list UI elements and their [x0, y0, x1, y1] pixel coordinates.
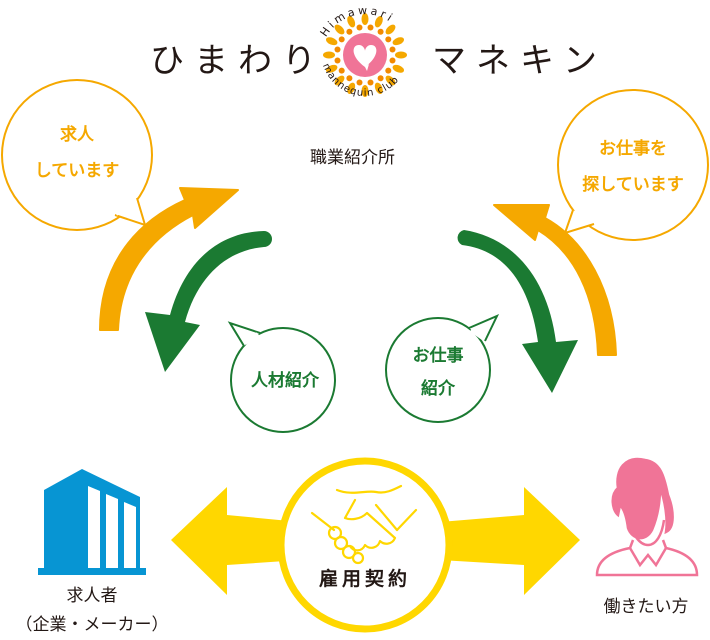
arrow-orange-right	[493, 204, 617, 356]
sun-dot	[389, 57, 396, 64]
building-icon	[38, 469, 146, 575]
subtitle: 職業紹介所	[310, 148, 395, 168]
sun-dot	[367, 24, 374, 31]
employer-label: 求人者	[67, 586, 118, 606]
sun-ray	[361, 85, 369, 97]
sun-dot	[334, 46, 341, 53]
sun-dot	[356, 79, 363, 86]
sun-ray	[325, 37, 338, 46]
sun-dot	[356, 24, 363, 31]
sun-dot	[367, 79, 374, 86]
bubble-agency-worker-line1: お仕事	[413, 345, 464, 366]
handshake-icon	[310, 484, 418, 565]
sun-ray	[374, 15, 383, 28]
arrow-green-right	[457, 230, 578, 393]
bubble-agency-employer	[227, 321, 336, 433]
bubble-employer-line2: しています	[35, 161, 120, 181]
sun-dot	[334, 57, 341, 64]
arrow-orange-left	[99, 187, 239, 331]
sun-ray	[385, 75, 396, 86]
sun-dot	[338, 36, 345, 43]
brand-right: マネキン	[432, 41, 607, 81]
sun-ray	[323, 51, 335, 59]
sun-dot	[346, 75, 353, 82]
sun-ray	[374, 82, 383, 95]
sun-ray	[392, 37, 405, 46]
sun-dot	[389, 46, 396, 53]
sun-dot	[385, 36, 392, 43]
double-arrow-yellow	[171, 487, 580, 595]
bubble-worker-line1: お仕事を	[599, 138, 667, 159]
logo: Himawari mannequin club	[318, 4, 407, 99]
sun-ray	[334, 24, 345, 35]
sun-dot	[338, 67, 345, 74]
sun-ray	[334, 75, 345, 86]
arrow-green-left	[145, 231, 272, 372]
logo-text-top: Himawari	[318, 4, 397, 39]
employer-sublabel: （企業・メーカー）	[16, 615, 169, 635]
bubble-employer-line1: 求人	[60, 124, 95, 145]
sun-dot	[377, 75, 384, 82]
heart-icon	[353, 45, 377, 71]
bubble-agency-worker	[385, 314, 500, 423]
sun-ray	[347, 82, 356, 95]
sun-ray	[385, 24, 396, 35]
bubble-agency-employer-text: 人材紹介	[251, 370, 320, 391]
brand-left: ひまわり	[150, 41, 326, 81]
bubble-worker-line2: 探しています	[582, 174, 684, 195]
sun-ray	[347, 15, 356, 28]
sun-ray	[361, 13, 369, 25]
worker-label: 働きたい方	[604, 597, 689, 617]
woman-icon	[595, 457, 699, 577]
bubble-employer	[1, 79, 153, 231]
sun-ray	[395, 51, 407, 59]
sun-dot	[377, 28, 384, 35]
bubble-agency-worker-line2: 紹介	[421, 378, 456, 399]
contract-label: 雇用契約	[319, 567, 411, 590]
bubble-worker	[557, 89, 709, 241]
sun-dot	[346, 28, 353, 35]
sun-ray	[392, 64, 405, 73]
sun-ray	[325, 64, 338, 73]
sun-dot	[385, 67, 392, 74]
sun-rays	[323, 13, 407, 97]
